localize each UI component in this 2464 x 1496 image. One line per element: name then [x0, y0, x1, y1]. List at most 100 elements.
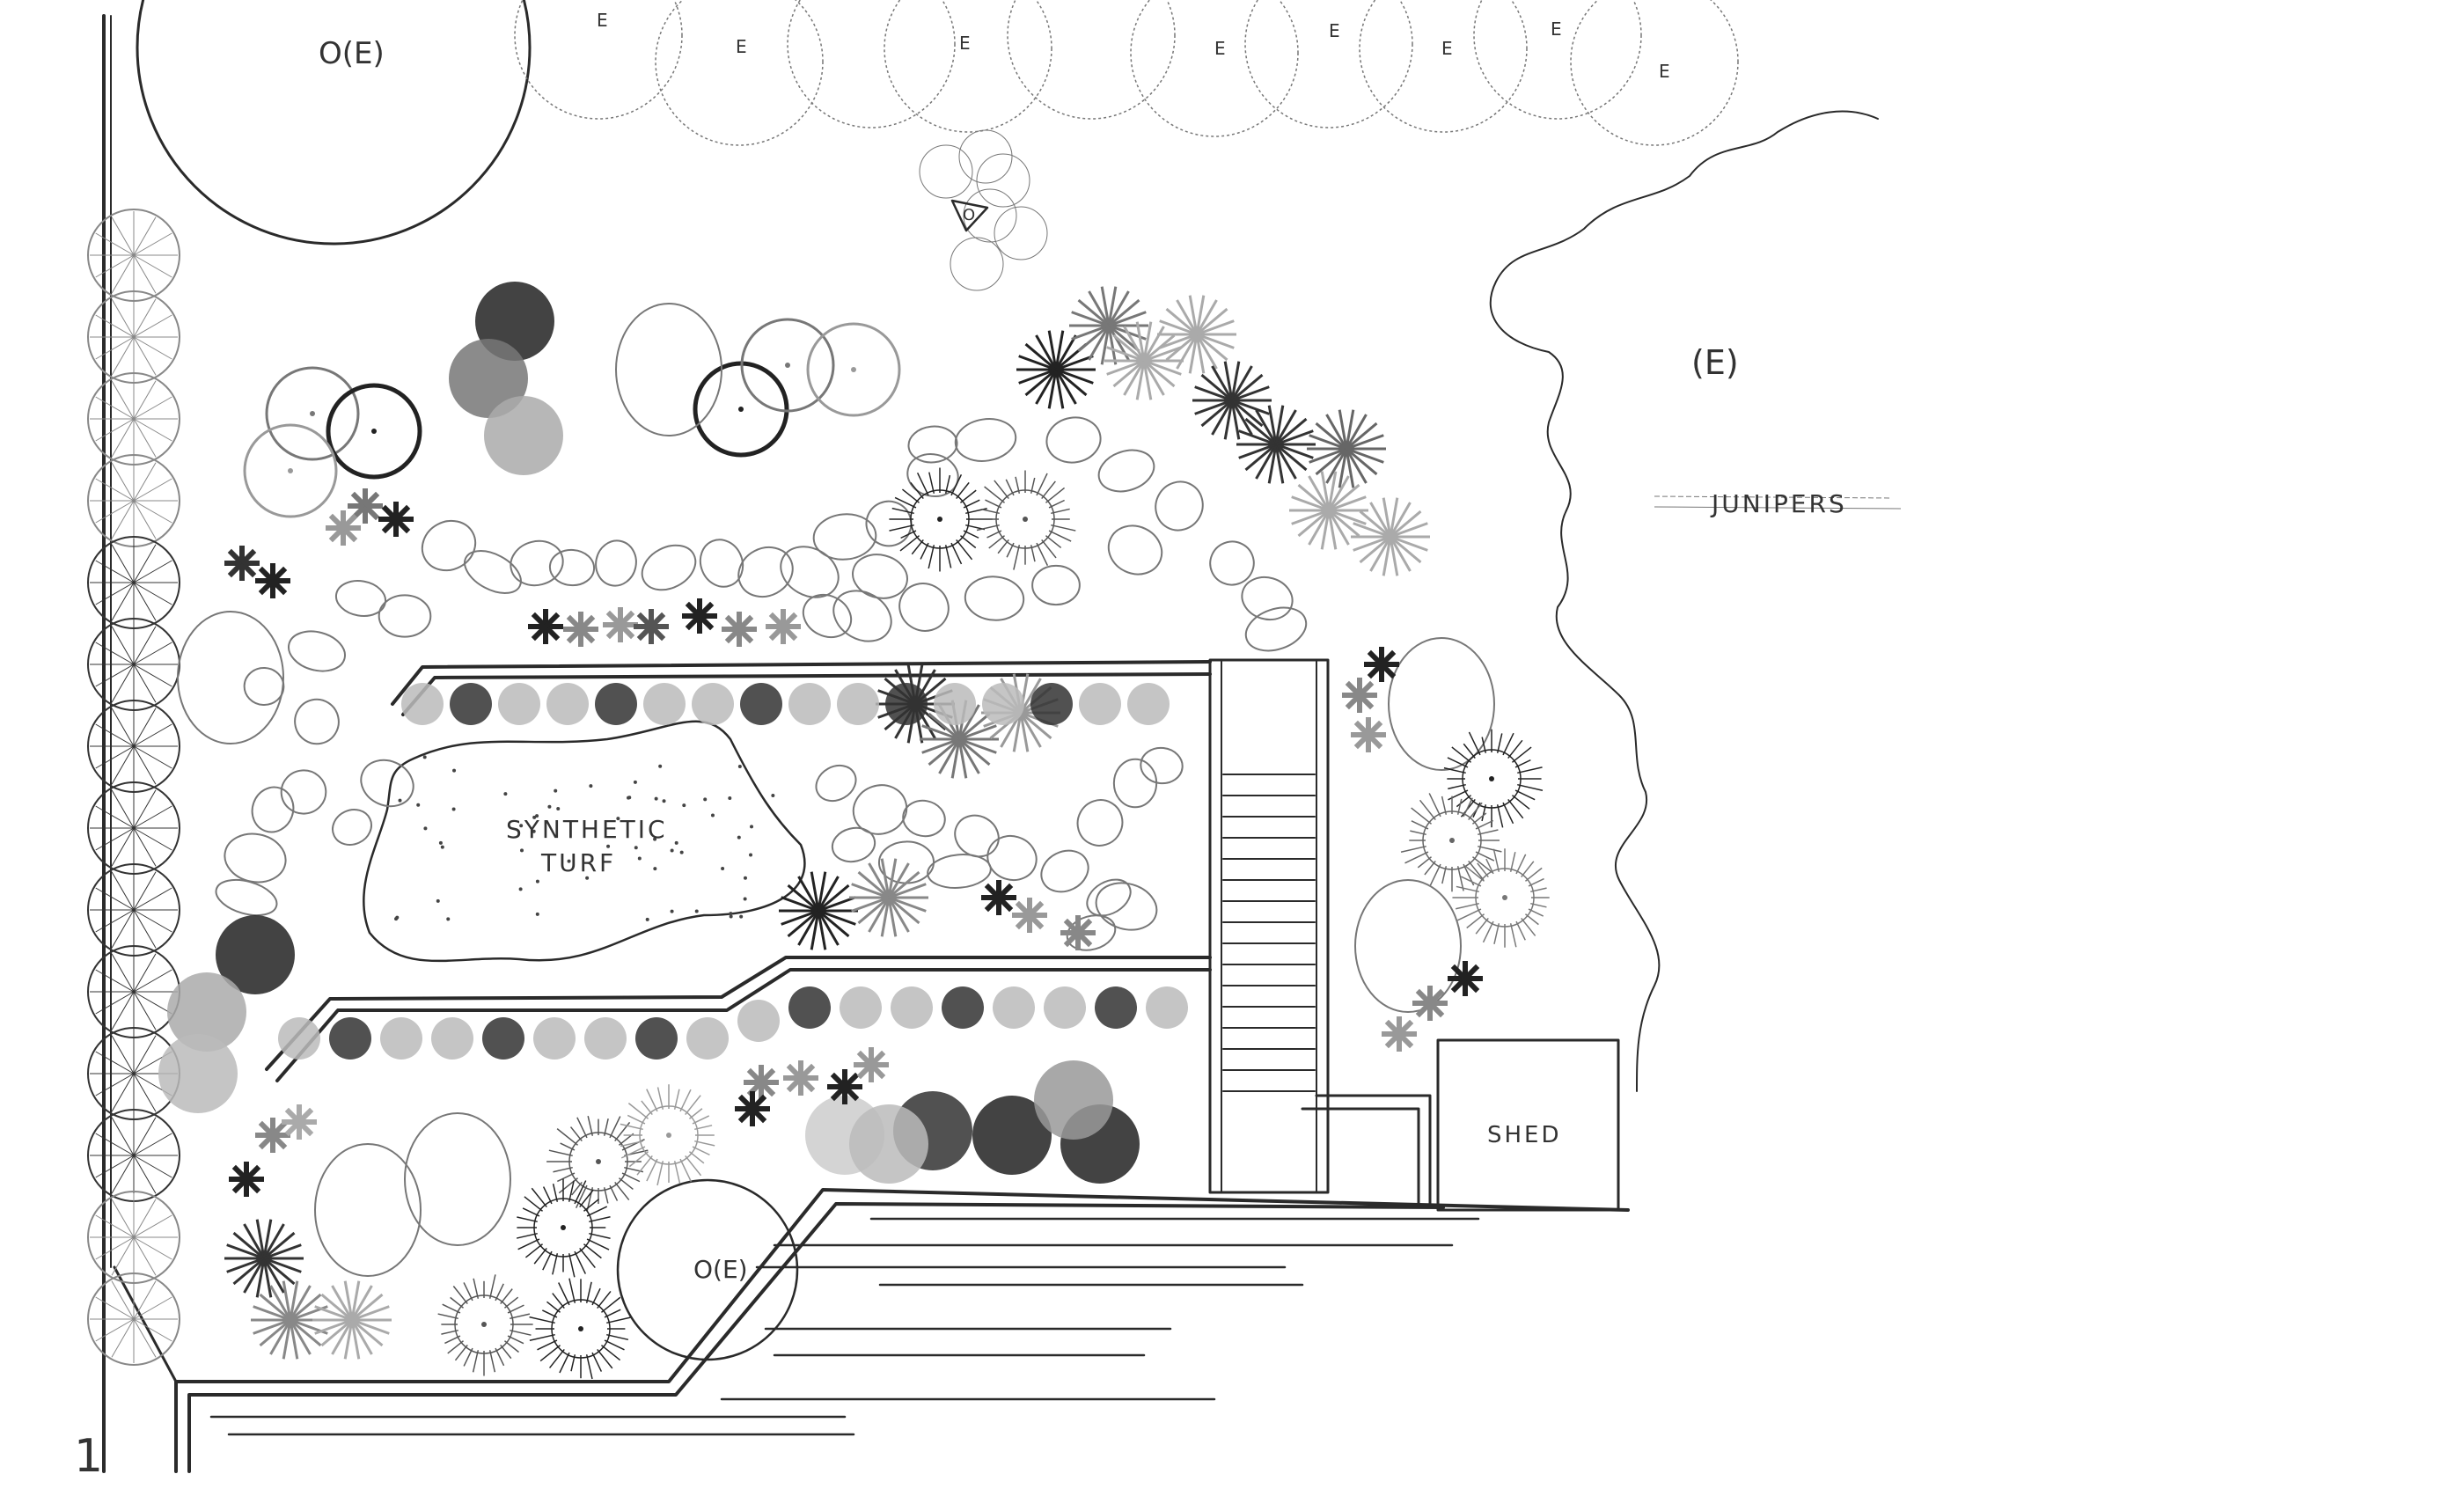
- grass-blade: [685, 1155, 702, 1177]
- turf-dot: [446, 917, 451, 921]
- perennial: [682, 598, 717, 634]
- grass-blade: [556, 1128, 579, 1146]
- shrub-leaf: [817, 910, 840, 946]
- grass-blade: [1521, 861, 1535, 878]
- round-shrub: [849, 1104, 928, 1184]
- grass-center: [481, 1322, 487, 1327]
- shrub-leaf: [938, 738, 961, 774]
- grass-blade: [673, 1161, 681, 1184]
- shrub-leaf: [1346, 434, 1384, 451]
- grass-clump: [973, 470, 1076, 570]
- grass-blade: [1528, 908, 1544, 917]
- grass-blade: [1477, 862, 1489, 878]
- hedge-tree-branch: [133, 953, 157, 993]
- turf-dot: [554, 788, 558, 793]
- shrub-leaf: [1338, 409, 1348, 450]
- turf-dot: [535, 814, 539, 818]
- wall-shrub: [737, 1000, 780, 1042]
- hedge-tree-branch: [133, 789, 157, 829]
- shrub-leaf: [244, 1164, 261, 1182]
- grass-blade: [517, 1216, 538, 1223]
- hedge-tree-branch: [111, 1318, 135, 1358]
- shrub-leaf: [1196, 333, 1235, 349]
- existing-tree-canopy: [1007, 0, 1176, 120]
- grass-blade: [603, 1187, 609, 1204]
- grass-blade: [1481, 804, 1487, 822]
- shrub-leaf: [1230, 400, 1253, 436]
- shrub-leaf: [1019, 678, 1042, 714]
- shrub-leaf: [1231, 399, 1264, 428]
- turf-dot: [729, 914, 733, 919]
- site-linework: [87, 0, 1902, 1473]
- shrub-leaf: [921, 737, 960, 754]
- hedge-tree-branch: [95, 723, 135, 747]
- spiky-shrub: [224, 1219, 304, 1298]
- grass-blade: [495, 1347, 505, 1367]
- shed: [1436, 1038, 1620, 1212]
- hedge-tree-branch: [133, 336, 172, 360]
- shrub-leaf: [320, 1318, 353, 1347]
- hedge-tree: [87, 372, 180, 466]
- boulder: [404, 1112, 511, 1246]
- shrub-leaf: [928, 712, 960, 741]
- shrub-leaf: [1077, 298, 1110, 327]
- shrub-leaf: [289, 1319, 299, 1360]
- grass-blade: [587, 1116, 594, 1136]
- shrub-leaf: [1188, 295, 1199, 335]
- shrub-leaf: [1244, 417, 1277, 446]
- perennial: [783, 1060, 818, 1096]
- shrub-leaf: [297, 1107, 314, 1125]
- shrub-leaf: [851, 896, 890, 913]
- shrub-leaf: [262, 1219, 273, 1259]
- existing-area-label: (E): [1691, 343, 1739, 382]
- shrub-leaf: [314, 1318, 353, 1335]
- perennial: [634, 609, 669, 644]
- small-tree-canopy: [963, 188, 1017, 243]
- stepping-stone: [907, 425, 958, 464]
- turf-dot: [535, 879, 539, 884]
- shrub-leaf: [958, 712, 991, 741]
- existing-tree-row-label: E: [597, 10, 608, 31]
- grass-blade: [552, 1293, 565, 1309]
- shrub-leaf: [781, 909, 819, 926]
- grass-blade: [570, 1354, 576, 1372]
- hedge-tree-branch: [133, 1318, 157, 1358]
- grass-blade: [552, 1253, 559, 1275]
- shrub-leaf: [1230, 400, 1241, 440]
- hedge-tree-branch: [95, 478, 135, 502]
- shrub-leaf: [1123, 360, 1146, 396]
- grass-blade: [571, 1181, 583, 1196]
- wall-shrub: [450, 683, 492, 725]
- boulder: [177, 611, 284, 744]
- grass-blade: [522, 1207, 540, 1217]
- shrub-leaf: [1345, 448, 1368, 484]
- hedge-tree-branch: [133, 1199, 157, 1238]
- shrub-leaf: [1054, 369, 1077, 405]
- wall-shrub: [1146, 986, 1188, 1029]
- shrub-leaf: [797, 910, 820, 946]
- grass-blade: [1509, 923, 1517, 948]
- shrub-leaf: [1108, 324, 1140, 353]
- grass-blade: [963, 499, 980, 509]
- shrub-leaf: [1176, 334, 1199, 370]
- grass-blade: [1496, 804, 1504, 828]
- perennial: [854, 1047, 889, 1082]
- grass-blade: [488, 1350, 496, 1373]
- grass-blade: [586, 1238, 610, 1250]
- shrub-leaf: [1194, 399, 1233, 415]
- grass-blade: [963, 530, 979, 539]
- stepping-stone: [243, 667, 285, 706]
- shrub-leaf: [1357, 680, 1375, 698]
- grass-clump: [437, 1274, 533, 1376]
- shrub-leaf: [750, 1094, 767, 1111]
- grass-blade: [1404, 851, 1429, 864]
- grass-blade: [1528, 877, 1544, 887]
- turf-dot: [535, 912, 539, 916]
- existing-tree-canopy: [1570, 0, 1739, 146]
- spiky-shrub: [1104, 321, 1184, 400]
- grass-blade: [956, 481, 970, 500]
- grass-blade: [1524, 913, 1539, 926]
- junipers-mass-outline: [1489, 110, 1879, 1092]
- hedge-tree: [87, 290, 180, 384]
- shrub-leaf: [1338, 448, 1348, 488]
